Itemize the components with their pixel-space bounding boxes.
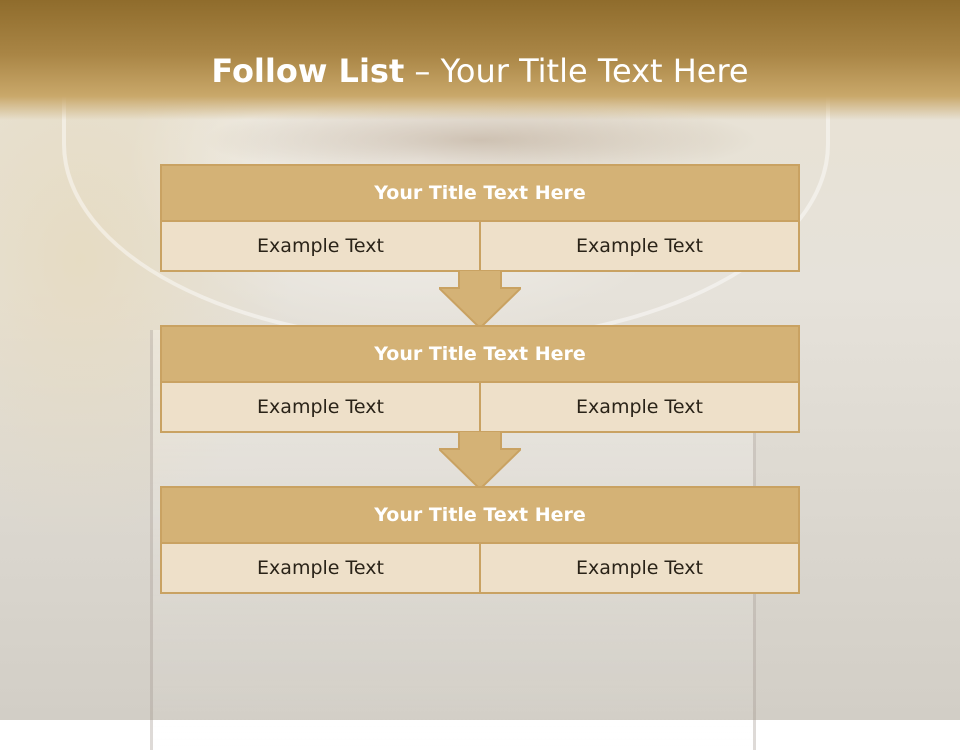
down-arrow-icon: [439, 431, 521, 491]
flow-step-1: Your Title Text Here Example Text Exampl…: [160, 164, 800, 272]
step-title: Your Title Text Here: [162, 166, 798, 222]
step-title: Your Title Text Here: [162, 327, 798, 383]
step-cell-left: Example Text: [162, 383, 479, 431]
step-row: Example Text Example Text: [162, 222, 798, 270]
flow-step-2: Your Title Text Here Example Text Exampl…: [160, 325, 800, 433]
step-cell-right: Example Text: [479, 222, 798, 270]
down-arrow-icon: [439, 270, 521, 330]
slide-title: Follow List – Your Title Text Here: [0, 52, 960, 90]
step-row: Example Text Example Text: [162, 544, 798, 592]
flow-step-3: Your Title Text Here Example Text Exampl…: [160, 486, 800, 594]
step-cell-left: Example Text: [162, 544, 479, 592]
slide-title-rest: – Your Title Text Here: [414, 52, 749, 90]
step-title: Your Title Text Here: [162, 488, 798, 544]
step-cell-right: Example Text: [479, 544, 798, 592]
title-bar: Follow List – Your Title Text Here: [0, 0, 960, 120]
step-cell-left: Example Text: [162, 222, 479, 270]
slide-title-bold: Follow List: [211, 52, 405, 90]
step-row: Example Text Example Text: [162, 383, 798, 431]
step-cell-right: Example Text: [479, 383, 798, 431]
